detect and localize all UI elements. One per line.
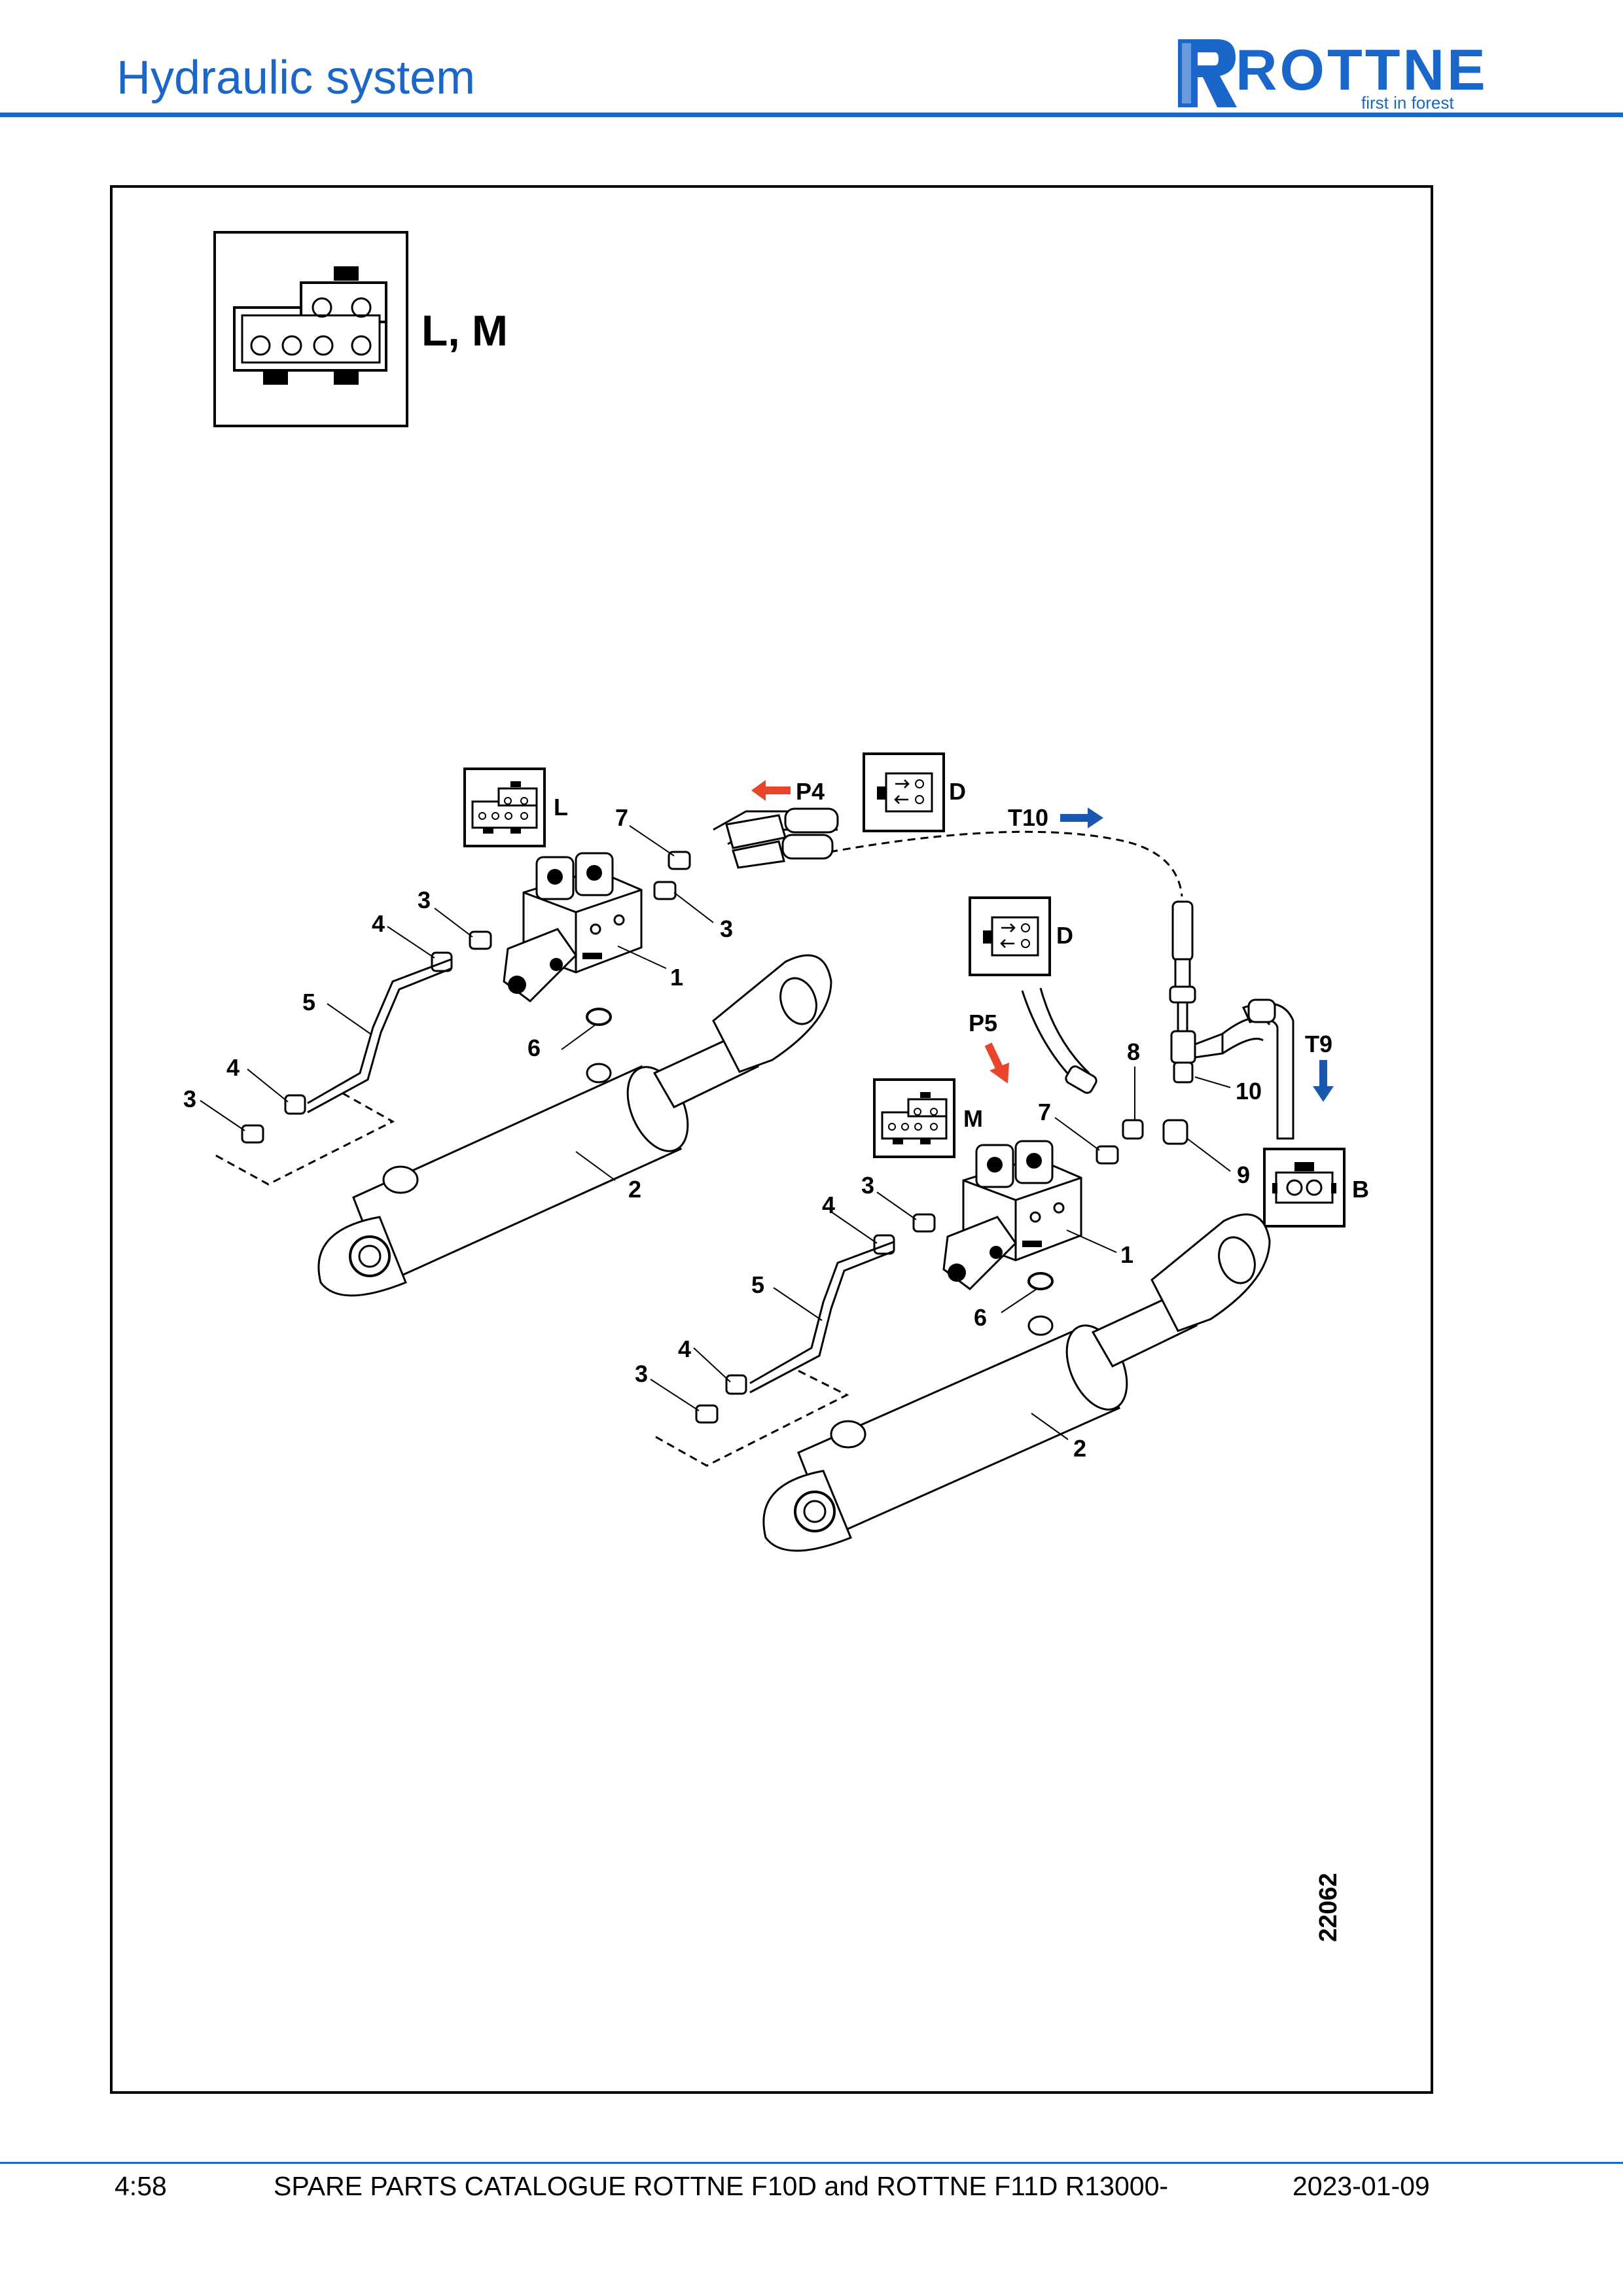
connector-b-label: B: [1352, 1176, 1369, 1203]
upper-part-6: 6: [527, 1034, 541, 1061]
logo-slogan: first in forest: [1361, 93, 1454, 113]
t10-hose-and-tee: [1169, 900, 1224, 1084]
t10-label: T10: [1008, 804, 1048, 831]
header-rule: [0, 113, 1623, 117]
lower-part-4-left: 4: [822, 1192, 835, 1218]
lower-part-10: 10: [1236, 1078, 1262, 1104]
lower-bracket-line: [655, 1368, 849, 1467]
upper-pipe: [307, 958, 452, 1104]
upper-fittings: [241, 851, 691, 1144]
lower-leader-lines: [650, 1067, 1231, 1440]
lower-fittings: [695, 1119, 1188, 1424]
logo-wordmark: ROTTNE: [1236, 37, 1488, 102]
catalogue-title: SPARE PARTS CATALOGUE ROTTNE F10D and RO…: [274, 2171, 1169, 2201]
lower-pipe: [749, 1241, 895, 1385]
key-label: L, M: [421, 306, 508, 355]
lower-cylinder: [762, 1213, 1271, 1552]
connector-m-box: [873, 1078, 955, 1158]
p5-arrow-head-icon: [990, 1063, 1009, 1084]
upper-bracket-line: [215, 1091, 395, 1186]
logo-emblem-icon: [1178, 39, 1237, 107]
t10-return-line: [829, 830, 1183, 897]
upper-part-3-right: 3: [720, 915, 733, 942]
footer-rule: [0, 2162, 1623, 2164]
lower-part-2: 2: [1073, 1435, 1086, 1462]
connector-d-mid-label: D: [1056, 922, 1073, 949]
upper-part-7: 7: [615, 804, 628, 831]
page-title: Hydraulic system: [116, 52, 476, 104]
t9-arrow-head-icon: [1313, 1086, 1334, 1102]
lower-part-3-left: 3: [861, 1172, 874, 1199]
t9-label: T9: [1305, 1031, 1332, 1057]
upper-part-4-low: 4: [226, 1054, 240, 1081]
upper-leader-lines: [200, 825, 714, 1181]
upper-part-4-left: 4: [372, 910, 385, 937]
connector-l-label: L: [554, 794, 568, 821]
publication-date: 2023-01-09: [1293, 2171, 1430, 2201]
lower-part-4-low: 4: [678, 1335, 691, 1362]
t9-hose: [1222, 998, 1294, 1140]
figure-number: 22062: [1315, 1873, 1342, 1942]
lower-part-1: 1: [1120, 1241, 1133, 1268]
diagram-frame: [110, 185, 1433, 2094]
p5-label: P5: [969, 1010, 997, 1036]
connector-d-top-box: [863, 752, 945, 832]
lower-valve-block: [942, 1140, 1082, 1290]
rottne-logo: ROTTNE first in forest: [1171, 34, 1512, 113]
connector-l-box: [463, 768, 546, 847]
upper-part-1: 1: [670, 964, 683, 991]
upper-cylinder: [317, 954, 832, 1297]
lower-part-6: 6: [974, 1304, 987, 1331]
upper-part-5: 5: [302, 989, 315, 1016]
upper-part-3-low: 3: [183, 1086, 196, 1112]
connector-m-label: M: [963, 1105, 983, 1132]
upper-hoses: [713, 807, 839, 869]
p4-label: P4: [796, 778, 825, 805]
connector-d-top-label: D: [949, 778, 966, 805]
p4-arrow-head-icon: [751, 780, 766, 801]
connector-b-box: [1263, 1148, 1346, 1227]
upper-valve-block: [503, 852, 643, 1002]
lower-part-7: 7: [1038, 1099, 1051, 1125]
t10-arrow-head-icon: [1088, 807, 1103, 828]
page-number: 4:58: [115, 2171, 167, 2201]
upper-part-2: 2: [628, 1176, 641, 1203]
lower-part-9: 9: [1237, 1161, 1250, 1188]
lower-part-8: 8: [1127, 1038, 1140, 1065]
upper-part-3-left: 3: [418, 887, 431, 913]
connector-d-mid-box: [969, 896, 1051, 976]
lower-part-5: 5: [751, 1271, 764, 1298]
connector-key-box: [213, 231, 408, 427]
p5-arrow-icon: [984, 1042, 1004, 1071]
lower-part-3-low: 3: [635, 1360, 648, 1387]
